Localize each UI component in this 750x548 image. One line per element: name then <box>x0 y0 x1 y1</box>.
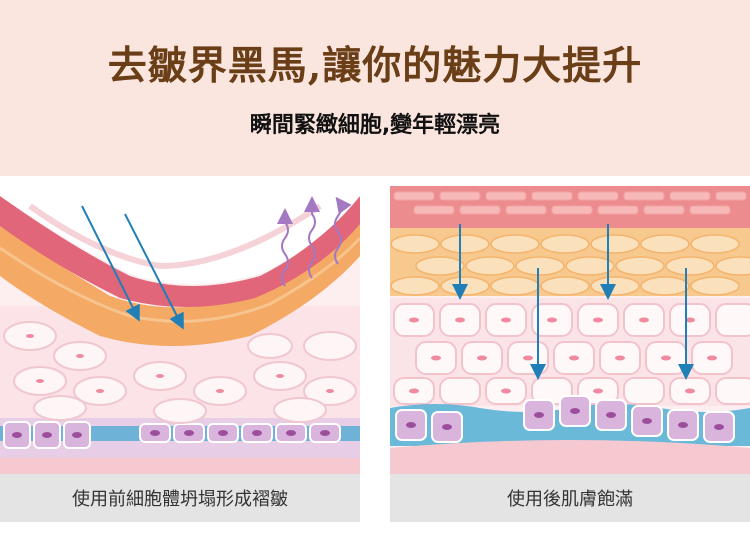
before-caption-bar: 使用前細胞體坍塌形成褶皺 <box>0 474 360 522</box>
after-skin-diagram <box>390 186 750 474</box>
before-caption: 使用前細胞體坍塌形成褶皺 <box>72 489 288 510</box>
before-skin-illustration <box>0 186 360 474</box>
before-skin-diagram <box>0 186 360 474</box>
after-skin-illustration <box>390 186 750 474</box>
after-caption-bar: 使用後肌膚飽滿 <box>390 474 750 522</box>
subheadline: 瞬間緊緻細胞,變年輕漂亮 <box>249 113 501 138</box>
headline: 去皺界黑馬,讓你的魅力大提升 <box>107 43 643 89</box>
after-caption: 使用後肌膚飽滿 <box>507 489 633 510</box>
header-banner: 去皺界黑馬,讓你的魅力大提升 瞬間緊緻細胞,變年輕漂亮 <box>0 0 750 176</box>
